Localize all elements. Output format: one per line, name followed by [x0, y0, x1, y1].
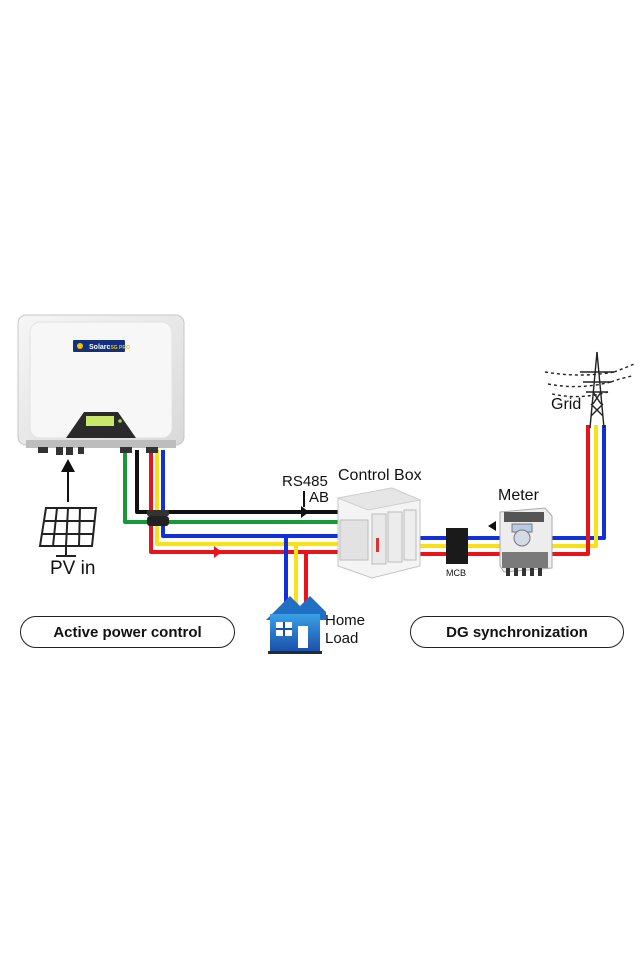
inverter-model-text: 5G PRO [111, 345, 130, 351]
yellow-wire-left [155, 450, 340, 546]
inverter: Solarc 5G PRO [17, 314, 185, 455]
house-icon [266, 596, 326, 654]
energy-meter [499, 507, 553, 576]
home-load-label-line1: Home [325, 612, 366, 629]
inverter-lcd [86, 416, 114, 426]
pv-arrow [61, 459, 75, 502]
rs485-down-arrow [303, 491, 305, 507]
green-wire [123, 450, 340, 524]
control-box [336, 487, 422, 579]
inverter-bottom [26, 440, 176, 448]
grid-label: Grid [551, 396, 582, 413]
mcb-label: MCB [446, 568, 466, 578]
inverter-connectors [38, 447, 158, 455]
wires [123, 425, 606, 606]
home-load-label-line2: Load [325, 630, 359, 647]
dg-synchronization-button[interactable]: DG synchronization [410, 616, 624, 648]
rs485-label: RS485 [282, 473, 328, 490]
control-box-module-3 [403, 509, 417, 561]
control-box-label: Control Box [338, 467, 422, 484]
sun-icon [77, 343, 83, 349]
status-led [118, 419, 122, 423]
rs485-ab-label: AB [309, 489, 330, 506]
cable-clips [147, 510, 169, 526]
red-wire-left [149, 450, 340, 554]
solar-panel-icon [38, 507, 98, 557]
control-box-red-marker [376, 538, 379, 552]
meter-arrow [488, 521, 496, 531]
red-wire-right [418, 425, 590, 556]
house-ground [268, 651, 322, 654]
control-box-module-2 [387, 511, 403, 563]
control-box-top [336, 487, 422, 511]
house-door [298, 626, 308, 648]
meter-label: Meter [498, 487, 539, 504]
black-rs485-wire [135, 450, 340, 514]
transmission-tower-icon [544, 351, 635, 429]
inverter-logo-badge [73, 340, 125, 352]
blue-wire-left [161, 450, 340, 538]
meter-dial [513, 529, 531, 547]
rs485-arrow [301, 506, 309, 518]
control-box-terminals [339, 519, 369, 561]
meter-terminal-block [502, 552, 548, 568]
inverter-logo-text: Solarc [89, 344, 111, 351]
mcb-block [446, 528, 468, 564]
wire-arrows [214, 506, 496, 558]
active-power-control-button[interactable]: Active power control [20, 616, 235, 648]
yellow-wire-right [418, 425, 598, 548]
meter-top-frame [504, 512, 544, 522]
red-arrow [214, 546, 222, 558]
blue-wire-right [418, 425, 606, 540]
pv-in-label: PV in [50, 558, 96, 579]
